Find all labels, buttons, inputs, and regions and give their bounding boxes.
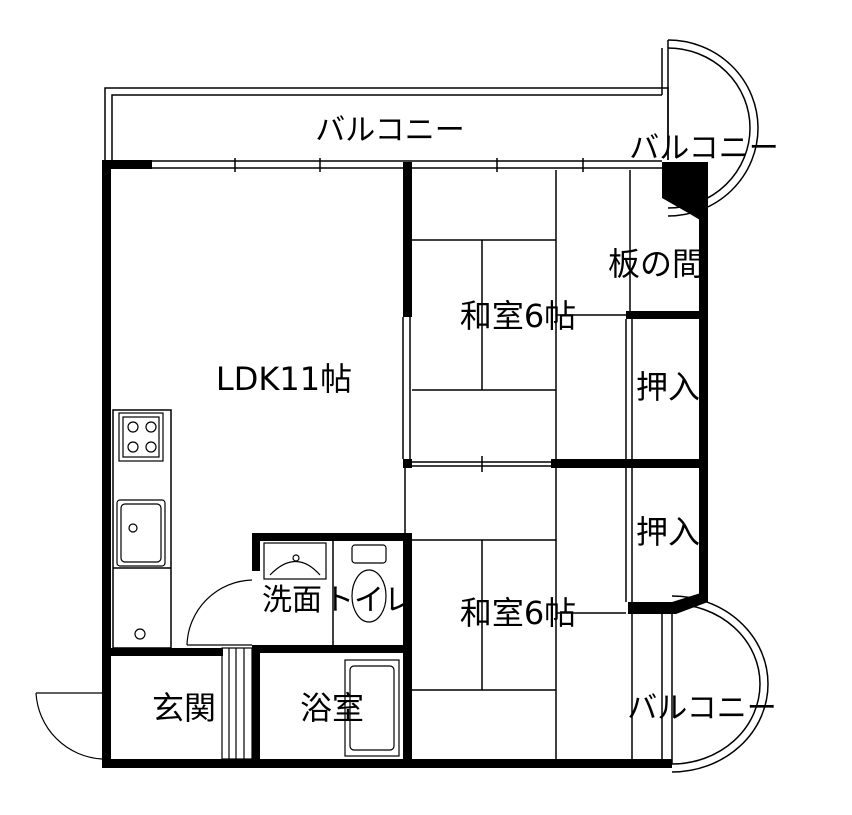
washbasin-icon: [263, 542, 327, 580]
yokushitsu-label: 浴室: [300, 689, 364, 727]
bathtub-icon: [344, 659, 400, 757]
senmen-label: 洗面: [262, 583, 322, 618]
genkan-label: 玄関: [152, 689, 216, 727]
toilet-label: トイレ: [324, 583, 414, 618]
toilet-icon: [351, 544, 387, 623]
stove-icon: [118, 412, 164, 462]
oshiire-lower-label: 押入: [636, 513, 700, 551]
washitsu-upper-label: 和室6帖: [460, 297, 576, 335]
exterior-walls: [102, 160, 708, 768]
ldk-label: LDK11帖: [216, 360, 352, 398]
oshiire-upper-label: 押入: [636, 368, 700, 406]
itanoma-label: 板の間: [608, 245, 704, 283]
door-swing-arcs: [35, 579, 253, 767]
balcony-round-bottom-right: [661, 595, 769, 773]
balcony-top-label: バルコニー: [315, 113, 464, 148]
partitions: [332, 170, 633, 759]
washitsu-lower-label: 和室6帖: [460, 594, 576, 632]
balcony-top-right-label: バルコニー: [629, 131, 778, 166]
sink-icon: [116, 499, 166, 567]
interior-walls: [111, 162, 708, 768]
kitchen-counter: [112, 409, 172, 649]
balcony-bottom-right-label: バルコニー: [627, 691, 776, 726]
entry-step: [221, 647, 253, 760]
drain-icon: [134, 628, 146, 640]
